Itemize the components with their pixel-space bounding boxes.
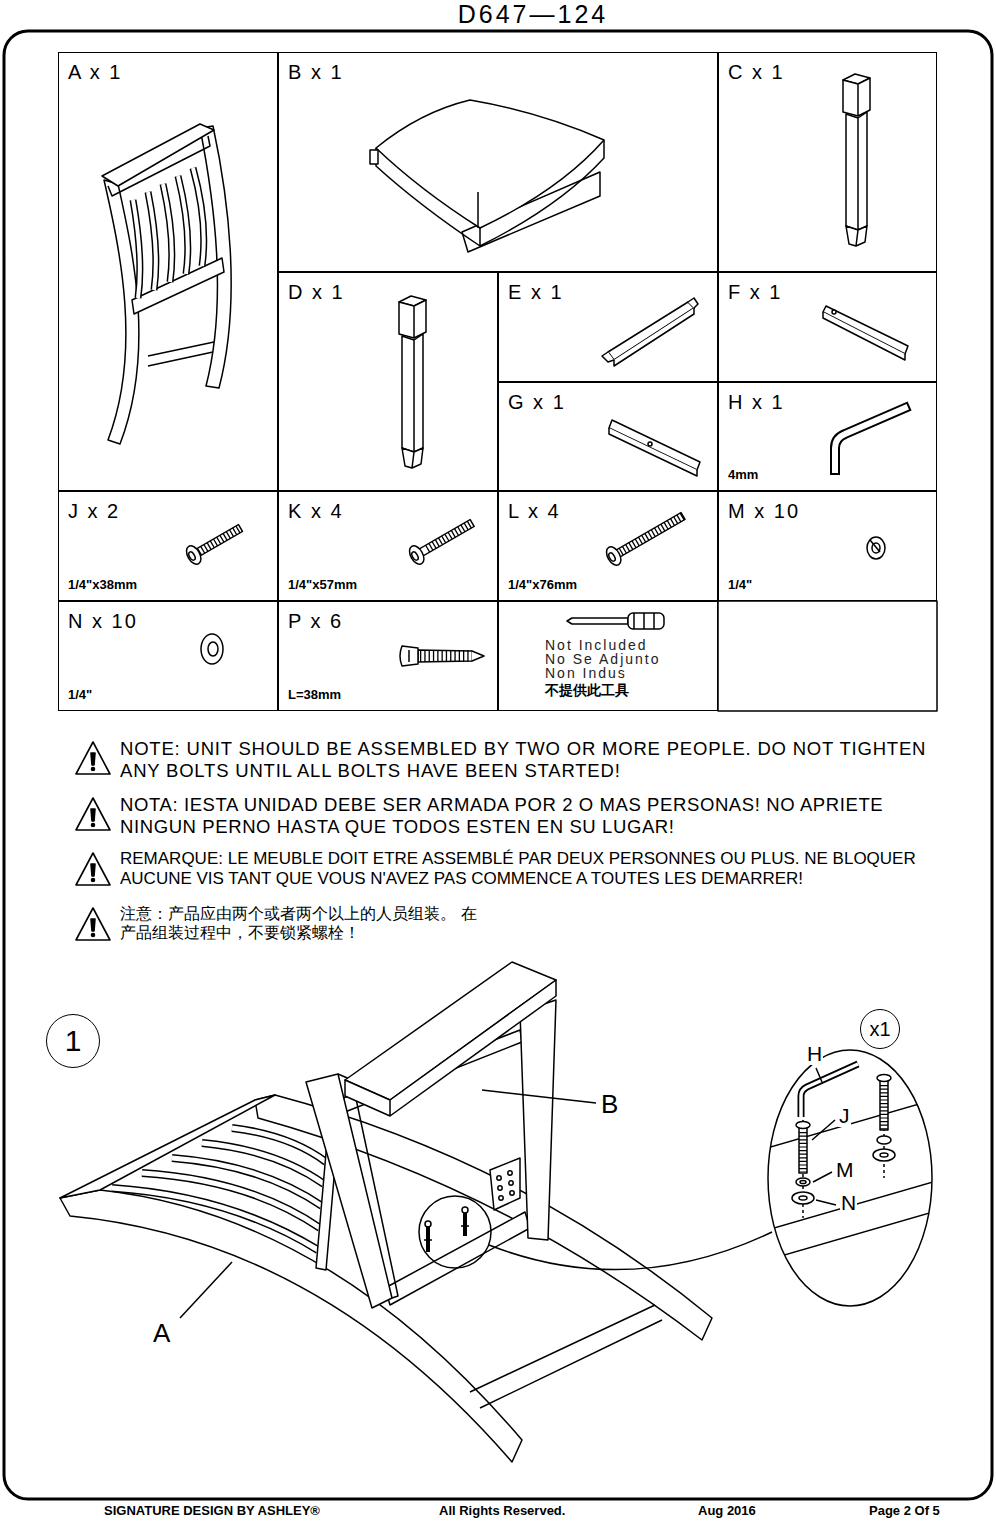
note-wrap: REMARQUE: LE MEUBLE DOIT ETRE ASSEMBLÉ P… [120, 849, 932, 890]
warning-triangle [76, 742, 110, 940]
label-wrap: SIGNATURE DESIGN BY ASHLEY® [103, 1501, 321, 1519]
page-frame [4, 31, 992, 1499]
part-label: F x 1 [728, 281, 927, 303]
part-cell: P x 6 L=38mm [278, 601, 498, 711]
part-cell: G x 1 [498, 382, 718, 491]
part-letter: A [152, 1318, 171, 1348]
warning-note: 注意：产品应由两个或者两个以上的人员组装。 在产品组装过程中，不要锁紧螺栓！ [120, 904, 478, 942]
note-wrap: NOTE: UNIT SHOULD BE ASSEMBLED BY TWO OR… [120, 738, 932, 782]
warning-note: NOTA: IESTA UNIDAD DEBE SER ARMADA POR 2… [120, 794, 932, 838]
document-title: D647—124 [458, 0, 608, 28]
part-label: D x 1 [288, 281, 488, 303]
empty-cell [718, 601, 937, 711]
leader-line [482, 1090, 596, 1103]
warning-note: NOTE: UNIT SHOULD BE ASSEMBLED BY TWO OR… [120, 738, 932, 782]
tool-note: 不提供此工具 [545, 682, 709, 700]
part-cell: M x 10 1/4" [718, 491, 937, 601]
tool-note: Not Included [545, 638, 709, 652]
chair-back-part [102, 124, 231, 444]
footer-text: SIGNATURE DESIGN BY ASHLEY® [103, 1503, 321, 1518]
part-cell: F x 1 [718, 272, 937, 382]
title-wrap: D647—124 [0, 0, 996, 29]
part-label: L x 4 [508, 500, 708, 522]
part-cell: L x 4 1/4"x76mm [498, 491, 718, 601]
part-cell: D x 1 [278, 272, 498, 491]
part-size: 1/4"x57mm [288, 578, 488, 592]
part-letter: H [806, 1042, 823, 1065]
part-cell: E x 1 [498, 272, 718, 382]
label-wrap: M [835, 1158, 855, 1182]
part-cell: C x 1 [718, 52, 937, 272]
part-label: P x 6 [288, 610, 488, 632]
leg-part [399, 296, 426, 468]
part-cell: H x 1 4mm [718, 382, 937, 491]
part-size: 1/4" [68, 688, 268, 702]
part-cell: A x 1 [58, 52, 278, 491]
note-wrap: NOTA: IESTA UNIDAD DEBE SER ARMADA POR 2… [120, 794, 932, 838]
label-wrap: Page 2 Of 5 [868, 1501, 941, 1519]
part-label: M x 10 [728, 500, 927, 522]
part-letter: J [838, 1104, 851, 1127]
part-label: K x 4 [288, 500, 488, 522]
allen-key [835, 408, 905, 470]
chair-assembly-figure [60, 962, 772, 1462]
label-wrap: H [806, 1042, 823, 1066]
label-wrap: All Rights Reserved. [438, 1501, 566, 1519]
zoom-detail [760, 1050, 940, 1306]
callout-number: 1 [65, 1026, 82, 1056]
screwdriver-icon [567, 613, 664, 629]
part-cell: N x 10 1/4" [58, 601, 278, 711]
callout-number: x1 [869, 1019, 890, 1039]
label-wrap: N [840, 1191, 857, 1215]
part-size: L=38mm [288, 688, 488, 702]
part-letter: N [840, 1191, 857, 1214]
leader-line [180, 1262, 232, 1318]
warning-note: REMARQUE: LE MEUBLE DOIT ETRE ASSEMBLÉ P… [120, 849, 932, 890]
part-label: A x 1 [68, 61, 268, 83]
tool-note: No Se Adjunto [545, 652, 709, 666]
leg-part [843, 74, 870, 246]
part-label: H x 1 [728, 391, 927, 413]
label-wrap: A [152, 1318, 171, 1349]
part-letter: B [600, 1089, 619, 1119]
part-label: J x 2 [68, 500, 268, 522]
step-circle: 1 [46, 1014, 100, 1068]
footer-text: All Rights Reserved. [438, 1503, 566, 1518]
note-wrap: 注意：产品应由两个或者两个以上的人员组装。 在产品组装过程中，不要锁紧螺栓！ [120, 904, 478, 942]
part-size: 4mm [728, 468, 927, 482]
part-size: 1/4" [728, 578, 927, 592]
part-label: N x 10 [68, 610, 268, 632]
footer-text: Page 2 Of 5 [868, 1503, 941, 1518]
bolt-part [184, 507, 688, 567]
tool-note: Non Indus [545, 666, 709, 680]
part-size: 1/4"x76mm [508, 578, 708, 592]
leader-line [812, 1068, 836, 1205]
rail-part [602, 298, 908, 476]
part-cell: Not IncludedNo Se AdjuntoNon Indus 不提供此工具 [498, 601, 718, 711]
callout-connector [489, 1232, 772, 1270]
footer-text: Aug 2016 [697, 1503, 757, 1518]
part-label: B x 1 [288, 61, 708, 83]
part-cell: B x 1 [278, 52, 718, 272]
step-circle: x1 [860, 1009, 900, 1049]
part-label: G x 1 [508, 391, 708, 413]
label-wrap: J [838, 1104, 851, 1128]
seat-cushion [370, 100, 604, 252]
label-wrap: Aug 2016 [697, 1501, 757, 1519]
part-letter: M [835, 1158, 855, 1181]
part-size: 1/4"x38mm [68, 578, 268, 592]
label-wrap: B [600, 1089, 619, 1120]
part-label: C x 1 [728, 61, 927, 83]
part-cell: K x 4 1/4"x57mm [278, 491, 498, 601]
part-label: E x 1 [508, 281, 708, 303]
screw-part [400, 646, 484, 666]
part-cell: J x 2 1/4"x38mm [58, 491, 278, 601]
